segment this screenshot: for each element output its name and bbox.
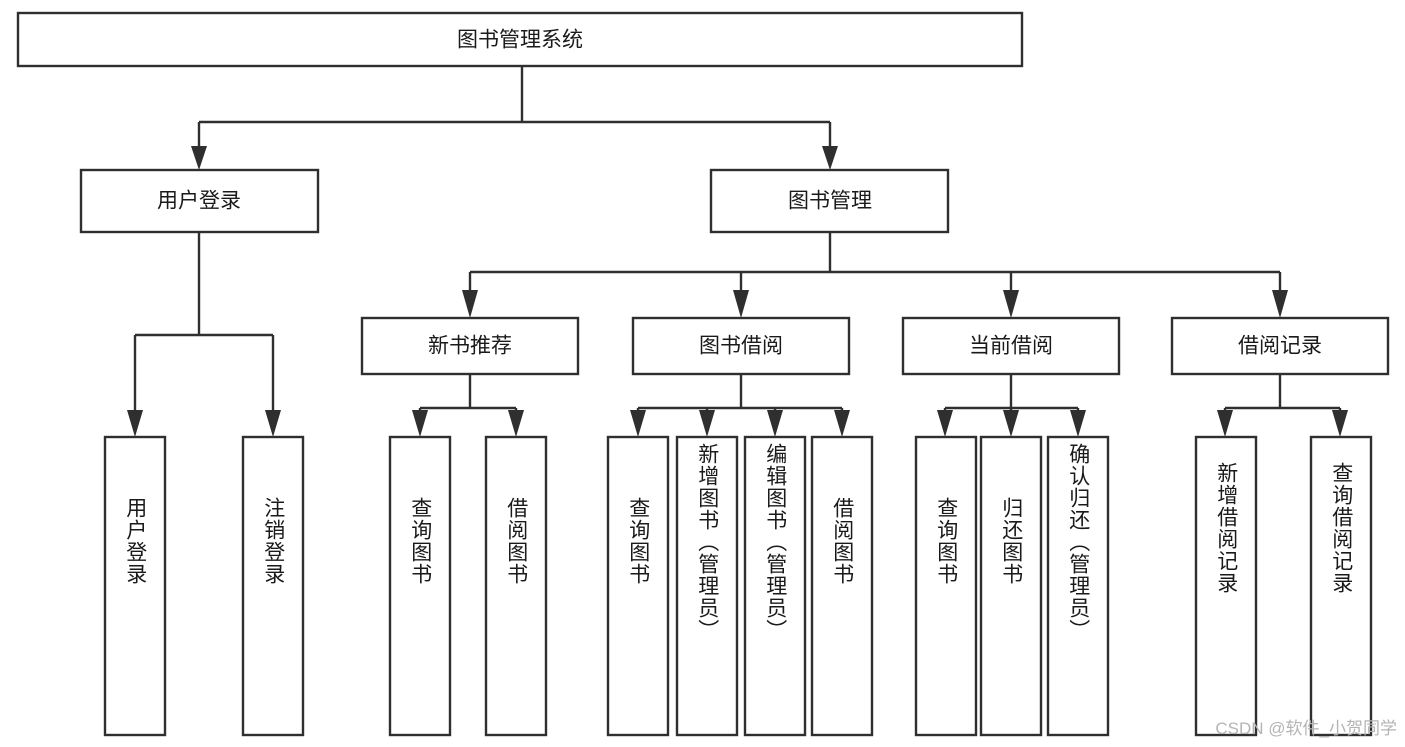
connector-newbook-to-leaves	[412, 374, 524, 437]
watermark: CSDN @软件_小贺同学	[1215, 719, 1397, 738]
node-root-label: 图书管理系统	[457, 29, 583, 52]
leaf-user-login-signout[interactable]	[241, 435, 305, 737]
leaf-borrow-edit-admin[interactable]	[743, 435, 807, 737]
leaf-new-book-query[interactable]	[388, 435, 452, 737]
connector-bookborrow-to-leaves	[630, 374, 850, 437]
leaf-borrow-add-admin[interactable]	[675, 435, 739, 737]
connector-userlogin-to-leaves	[127, 232, 281, 437]
node-borrow-records-label: 借阅记录	[1238, 335, 1322, 358]
node-user-login[interactable]: 用户登录	[79, 168, 320, 234]
node-borrow-records[interactable]: 借阅记录	[1170, 316, 1390, 376]
connector-bookmgmt-to-level2	[462, 232, 1288, 318]
leaf-user-login-signin[interactable]	[103, 435, 167, 737]
connector-root-to-level1	[191, 66, 838, 170]
leaf-records-query[interactable]	[1309, 435, 1373, 737]
leaf-current-query[interactable]	[914, 435, 978, 737]
leaf-borrow-borrow-book[interactable]	[810, 435, 874, 737]
connector-currentborrow-to-leaves	[937, 374, 1086, 437]
node-new-book-recommend-label: 新书推荐	[428, 335, 512, 358]
node-current-borrow-label: 当前借阅	[969, 335, 1053, 358]
node-root[interactable]: 图书管理系统	[16, 11, 1024, 68]
node-book-management[interactable]: 图书管理	[709, 168, 950, 234]
leaf-borrow-query[interactable]	[606, 435, 670, 737]
leaf-current-return[interactable]	[979, 435, 1043, 737]
node-book-borrow[interactable]: 图书借阅	[631, 316, 851, 376]
leaf-records-add[interactable]	[1194, 435, 1258, 737]
leaf-new-book-borrow[interactable]	[484, 435, 548, 737]
node-current-borrow[interactable]: 当前借阅	[901, 316, 1121, 376]
node-book-management-label: 图书管理	[788, 190, 872, 213]
connector-borrowrecords-to-leaves	[1217, 374, 1348, 437]
node-new-book-recommend[interactable]: 新书推荐	[360, 316, 580, 376]
leaf-current-confirm-admin[interactable]	[1046, 435, 1110, 737]
node-book-borrow-label: 图书借阅	[699, 335, 783, 358]
node-user-login-label: 用户登录	[157, 190, 241, 213]
